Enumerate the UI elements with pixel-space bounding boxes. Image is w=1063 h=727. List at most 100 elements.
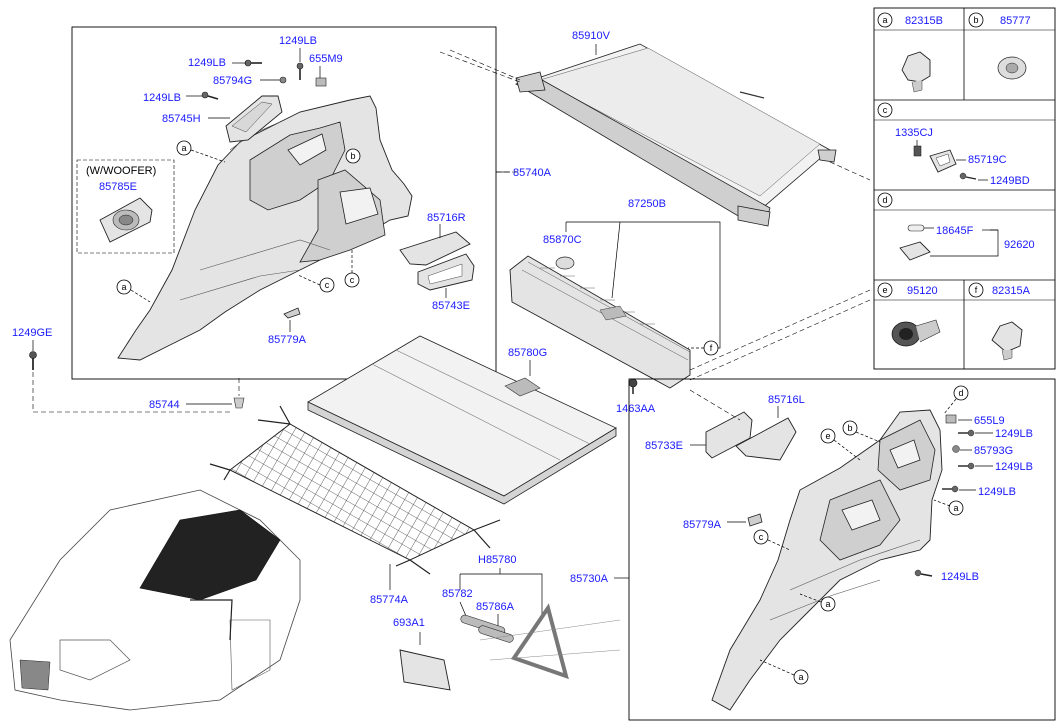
callout-a-right-1[interactable]: a bbox=[948, 500, 964, 516]
legend-c-part-85719c[interactable]: 85719C bbox=[968, 154, 1007, 166]
legend-table bbox=[873, 7, 1056, 370]
part-1249lb-label-c[interactable]: 1249LB bbox=[143, 92, 181, 104]
right-trim-group-frame bbox=[628, 378, 1056, 721]
part-87250b-label[interactable]: 87250B bbox=[628, 198, 666, 210]
clip-1463aa-part bbox=[628, 378, 638, 394]
svg-text:a: a bbox=[121, 282, 126, 292]
woofer-note: (W/WOOFER) bbox=[86, 165, 156, 177]
part-85786a-label[interactable]: 85786A bbox=[476, 601, 515, 613]
part-85780g-label[interactable]: 85780G bbox=[508, 347, 547, 359]
screw-1249lb-part-f bbox=[942, 485, 959, 493]
part-1463aa-label[interactable]: 1463AA bbox=[616, 403, 656, 415]
luggage-board-part bbox=[307, 335, 617, 505]
part-85733e-label[interactable]: 85733E bbox=[645, 440, 683, 452]
part-85794g-label[interactable]: 85794G bbox=[213, 75, 252, 87]
tonneau-cover-part bbox=[515, 43, 837, 227]
part-85743e-bracket bbox=[417, 253, 475, 291]
part-1249lb-label-d[interactable]: 1249LB bbox=[995, 428, 1033, 440]
svg-text:d: d bbox=[958, 388, 963, 398]
part-1249lb-label-b[interactable]: 1249LB bbox=[188, 57, 226, 69]
svg-text:e: e bbox=[882, 285, 887, 295]
svg-text:a: a bbox=[953, 503, 958, 513]
callout-a-right-3[interactable]: a bbox=[793, 669, 809, 685]
clip-85793g-part bbox=[952, 445, 960, 453]
part-85730a-label[interactable]: 85730A bbox=[570, 573, 609, 585]
cargo-net-part bbox=[209, 405, 501, 575]
part-693a1-label[interactable]: 693A1 bbox=[393, 617, 425, 629]
kit-bag-693a1-part bbox=[399, 649, 451, 691]
part-85785e-label[interactable]: 85785E bbox=[99, 181, 137, 193]
callout-e-right[interactable]: e bbox=[820, 428, 836, 444]
legend-a-part[interactable]: 82315B bbox=[905, 15, 943, 27]
callout-c-right[interactable]: c bbox=[753, 529, 769, 545]
legend-d-part-18645f[interactable]: 18645F bbox=[936, 225, 974, 237]
part-85740a-label[interactable]: 85740A bbox=[513, 167, 552, 179]
part-1249ge-label[interactable]: 1249GE bbox=[12, 327, 52, 339]
callout-b-left[interactable]: b bbox=[345, 148, 361, 164]
legend-c-letter[interactable]: c bbox=[877, 102, 893, 118]
callout-c-left-2[interactable]: c bbox=[344, 272, 360, 288]
clip-1335cj-part bbox=[913, 145, 922, 157]
part-85744-label[interactable]: 85744 bbox=[149, 399, 180, 411]
svg-text:a: a bbox=[825, 599, 830, 609]
legend-e-letter[interactable]: e bbox=[877, 282, 893, 298]
part-1249lb-label-g[interactable]: 1249LB bbox=[941, 571, 979, 583]
legend-e-part[interactable]: 95120 bbox=[907, 285, 938, 297]
legend-c-part-1335cj[interactable]: 1335CJ bbox=[895, 127, 933, 139]
part-85779a-label-left[interactable]: 85779A bbox=[268, 334, 307, 346]
clip-82315a-part bbox=[991, 321, 1023, 361]
screw-1249ge-part bbox=[29, 351, 37, 370]
callout-a-left-2[interactable]: a bbox=[116, 279, 132, 295]
woofer-speaker-part bbox=[99, 197, 153, 243]
callout-a-right-2[interactable]: a bbox=[820, 596, 836, 612]
callout-b-right[interactable]: b bbox=[842, 420, 858, 436]
part-85743e-label[interactable]: 85743E bbox=[432, 300, 470, 312]
part-655l9-label[interactable]: 655L9 bbox=[974, 415, 1005, 427]
part-85733e-bracket bbox=[705, 411, 753, 459]
part-85870c-cap bbox=[555, 256, 575, 270]
woofer-option-box bbox=[76, 159, 175, 254]
callout-c-left-1[interactable]: c bbox=[319, 277, 335, 293]
part-655m9-label[interactable]: 655M9 bbox=[309, 53, 343, 65]
legend-f-letter[interactable]: f bbox=[968, 282, 984, 298]
part-85716r-label[interactable]: 85716R bbox=[427, 212, 466, 224]
part-85774a-label[interactable]: 85774A bbox=[370, 594, 409, 606]
part-1249lb-label-a[interactable]: 1249LB bbox=[279, 35, 317, 47]
legend-a-letter[interactable]: a bbox=[877, 12, 893, 28]
clip-655m9-part bbox=[315, 77, 327, 87]
part-85779a-right-clip bbox=[747, 513, 763, 527]
part-85745h-label[interactable]: 85745H bbox=[162, 113, 201, 125]
part-85779a-label-right[interactable]: 85779A bbox=[683, 519, 722, 531]
legend-f-part[interactable]: 82315A bbox=[992, 285, 1031, 297]
legend-c-part-1249bd[interactable]: 1249BD bbox=[990, 175, 1030, 187]
clip-85794g-part bbox=[279, 76, 287, 84]
legend-b-letter[interactable]: b bbox=[968, 12, 984, 28]
svg-text:e: e bbox=[825, 431, 830, 441]
callout-d-right[interactable]: d bbox=[953, 385, 969, 401]
part-85870c-label[interactable]: 85870C bbox=[543, 234, 582, 246]
legend-d-letter[interactable]: d bbox=[877, 192, 893, 208]
callout-a-left-1[interactable]: a bbox=[176, 140, 192, 156]
legend-d-part-92620[interactable]: 92620 bbox=[1004, 239, 1035, 251]
part-85793g-label[interactable]: 85793G bbox=[974, 445, 1013, 457]
callout-f-scuff[interactable]: f bbox=[703, 340, 719, 356]
screw-1249lb-part-c bbox=[201, 91, 219, 100]
svg-text:a: a bbox=[882, 15, 887, 25]
warning-triangle-part bbox=[510, 603, 569, 680]
svg-text:d: d bbox=[882, 195, 887, 205]
part-h85780-label[interactable]: H85780 bbox=[478, 554, 517, 566]
svg-text:a: a bbox=[181, 143, 186, 153]
svg-text:c: c bbox=[883, 105, 888, 115]
grommet-85777-part bbox=[997, 56, 1027, 80]
svg-text:f: f bbox=[975, 285, 978, 295]
part-85910v-label[interactable]: 85910V bbox=[572, 30, 611, 42]
legend-b-part[interactable]: 85777 bbox=[1000, 15, 1031, 27]
part-1249lb-label-f[interactable]: 1249LB bbox=[978, 486, 1016, 498]
part-85716l-label[interactable]: 85716L bbox=[768, 394, 805, 406]
lamp-92620-part bbox=[899, 241, 931, 261]
screw-1249bd-part bbox=[959, 172, 977, 180]
part-85782-label[interactable]: 85782 bbox=[442, 588, 473, 600]
part-1249lb-label-e[interactable]: 1249LB bbox=[995, 461, 1033, 473]
left-trim-group-frame bbox=[71, 26, 497, 380]
